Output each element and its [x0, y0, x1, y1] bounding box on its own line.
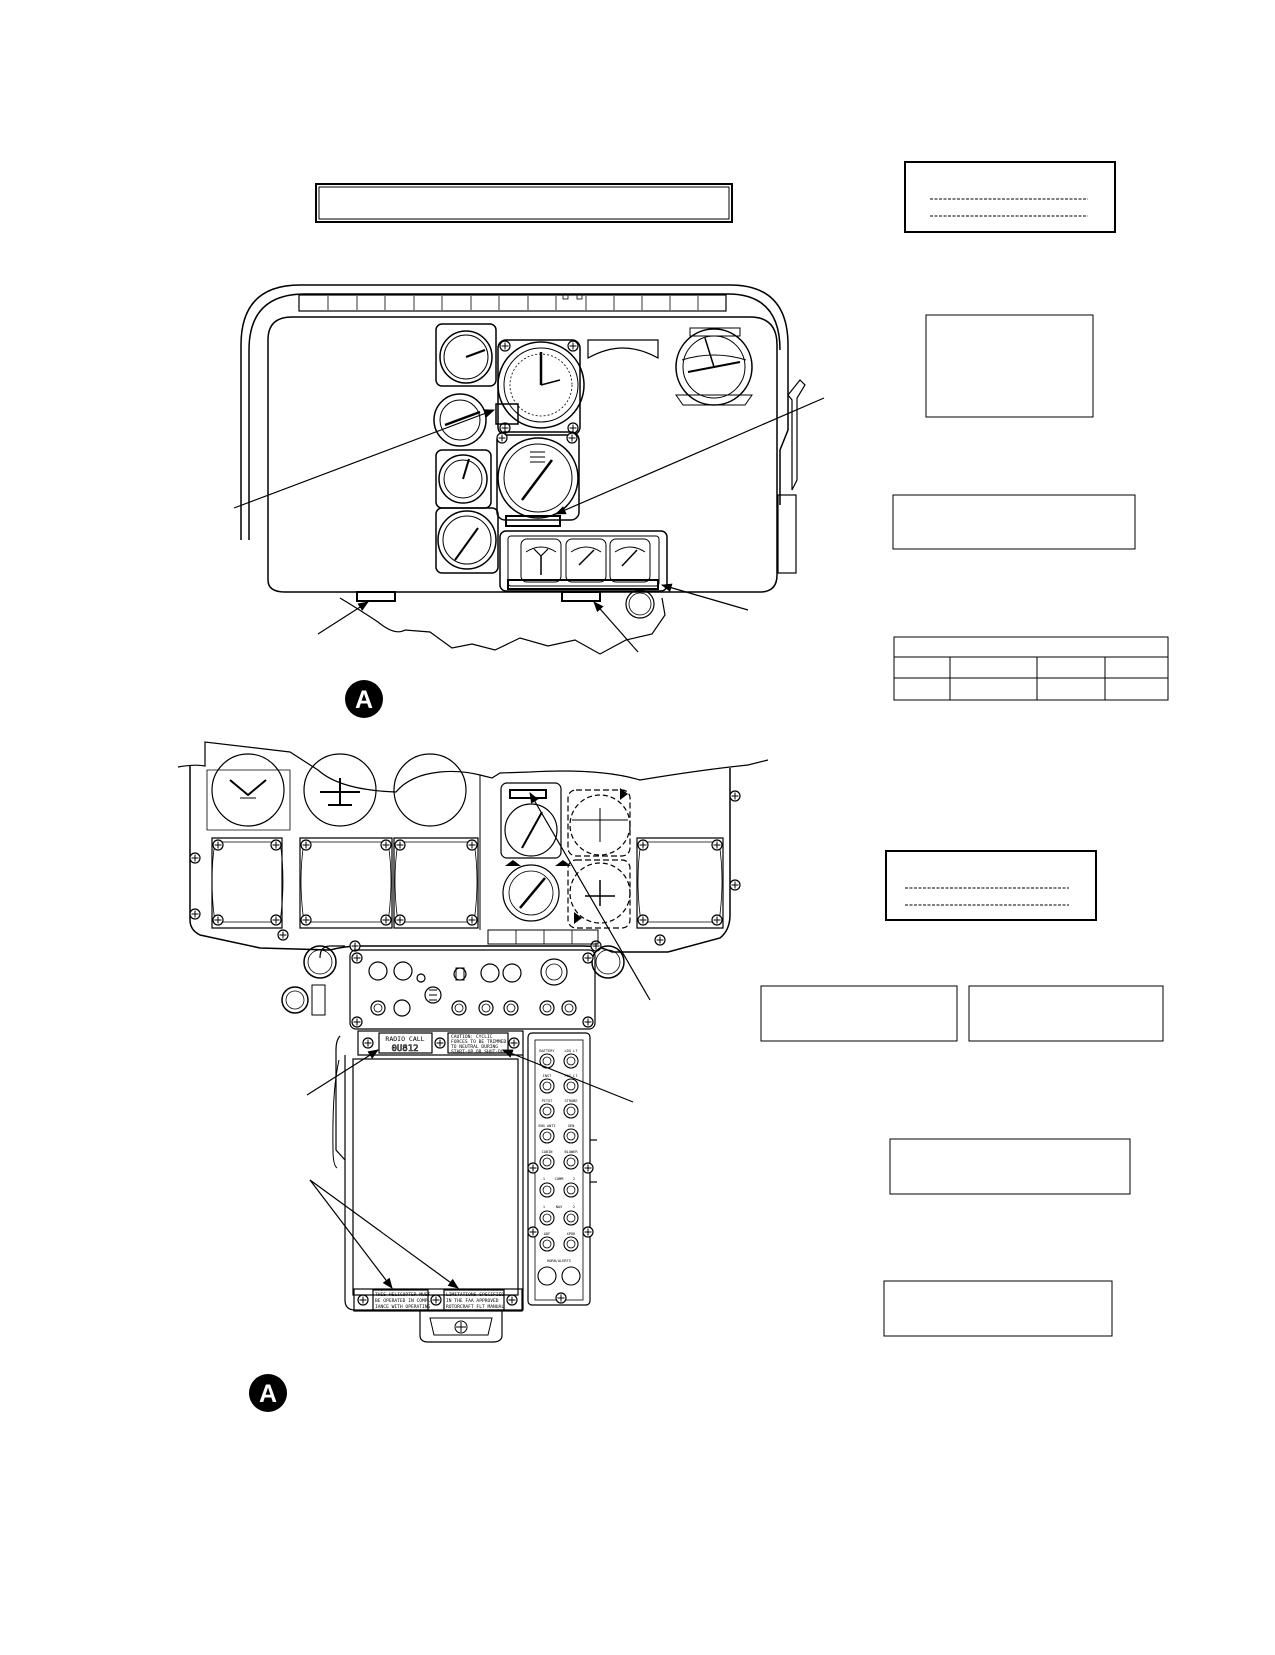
label-blower: BLOWER: [565, 1150, 579, 1154]
label-pos-lt: POS LT: [565, 1074, 579, 1078]
knob-switch-panel: [349, 949, 596, 1030]
small-gauge-4: [435, 507, 499, 574]
detail-letter-lower: A: [259, 1380, 277, 1408]
attitude-indicator: [675, 327, 753, 406]
large-gauge-1: [497, 339, 585, 436]
switch-panel-knobs: [527, 1053, 594, 1304]
label-horn-alerts: HORN/ALERTS: [547, 1259, 571, 1263]
operating-line-3: IANCE WITH OPERATING: [375, 1304, 431, 1310]
operating-placard: [372, 1289, 429, 1311]
operating-line-1: THIS HELICOPTER MUST: [375, 1292, 431, 1298]
radio-call-placard: [378, 1032, 433, 1054]
label-nav-2: 2: [573, 1205, 575, 1209]
label-strobe: STROBE: [565, 1099, 578, 1103]
placard-box-4: [892, 494, 1136, 550]
label-battery: BATTERY: [539, 1049, 555, 1053]
radio-call-title: RADIO CALL: [385, 1035, 424, 1043]
large-gauge-2: [496, 431, 580, 521]
lower-console: [177, 741, 769, 1343]
placard-row-upper: [357, 1030, 524, 1056]
placard-location-upper-2: [507, 579, 659, 590]
label-xpdr: XPDR: [567, 1232, 576, 1236]
console-placard-text: RADIO CALL 0U812 CAUTION: CYCLIC FORCES …: [375, 1034, 509, 1310]
caution-line-1: CAUTION: CYCLIC: [451, 1034, 493, 1040]
label-comm-1: 1: [543, 1177, 545, 1181]
label-cabin: CABIN: [542, 1150, 553, 1154]
placard-location-upper-3: [356, 591, 396, 602]
placard-box-1: [315, 183, 733, 223]
limitations-line-2: IN THE FAA APPROVED: [446, 1298, 499, 1304]
caution-line-4: START-UP OR SHUT-DOWN: [451, 1049, 509, 1055]
placard-box-legend: [315, 161, 1169, 1337]
placard-table-box: [893, 636, 1169, 701]
limitations-line-1: LIMITATIONS SPECIFIED: [446, 1292, 504, 1298]
placard-box-9: [883, 1280, 1113, 1337]
detail-marker-lower: A: [249, 1374, 287, 1412]
placard-box-7: [968, 985, 1164, 1042]
console-display-frames: [211, 837, 724, 929]
operating-line-2: BE OPERATED IN COMPL-: [375, 1298, 433, 1304]
label-pitot: PITOT: [542, 1099, 554, 1103]
label-eng-anti: ENG ANTI: [538, 1124, 555, 1128]
caution-line-3: TO NEUTRAL DURING: [451, 1044, 498, 1050]
radio-call-number: 0U812: [391, 1044, 418, 1054]
upper-leader-lines: [233, 397, 825, 653]
placard-box-3: [925, 314, 1094, 418]
placard-box-5: [885, 850, 1097, 921]
console-center-gauges: [500, 782, 631, 929]
switch-panel-labels: BATTERY LDG LT INST POS LT PITOT STROBE …: [538, 1049, 578, 1263]
label-gen: GEN: [568, 1124, 575, 1128]
label-inst: INST: [543, 1074, 552, 1078]
label-nav-1: 1: [543, 1205, 545, 1209]
caution-cyclic-placard: [447, 1032, 509, 1054]
caution-light-strip: [298, 294, 727, 312]
placard-box-2: [904, 161, 1116, 233]
placard-box-8: [889, 1138, 1131, 1195]
caution-line-2: FORCES TO BE TRIMMED: [451, 1039, 507, 1045]
triple-gauge-cluster: [499, 530, 668, 592]
small-gauge-3: [435, 449, 492, 509]
small-gauge-2: [433, 393, 487, 447]
detail-letter-upper: A: [355, 686, 373, 714]
placard-location-lower-1: [509, 789, 547, 799]
small-gauge-1: [435, 323, 497, 387]
placard-location-upper-4: [561, 591, 601, 602]
label-nav: NAV: [556, 1205, 563, 1209]
label-adf: ADF: [544, 1232, 551, 1236]
label-comm: COMM: [555, 1177, 564, 1181]
limitations-line-3: ROTORCRAFT FLT MANUAL: [446, 1304, 504, 1310]
placard-location-upper-1: [505, 515, 561, 527]
placard-row-lower: [353, 1288, 523, 1312]
lower-leader-lines: [306, 792, 651, 1289]
console-top-gauges-left: [206, 753, 481, 930]
label-ldg-lt: LDG LT: [565, 1049, 579, 1053]
limitations-placard: [443, 1289, 505, 1311]
upper-instrument-panel: [240, 284, 806, 655]
label-comm-2: 2: [573, 1177, 575, 1181]
placard-box-6: [760, 985, 958, 1042]
detail-marker-upper: A: [345, 680, 383, 718]
